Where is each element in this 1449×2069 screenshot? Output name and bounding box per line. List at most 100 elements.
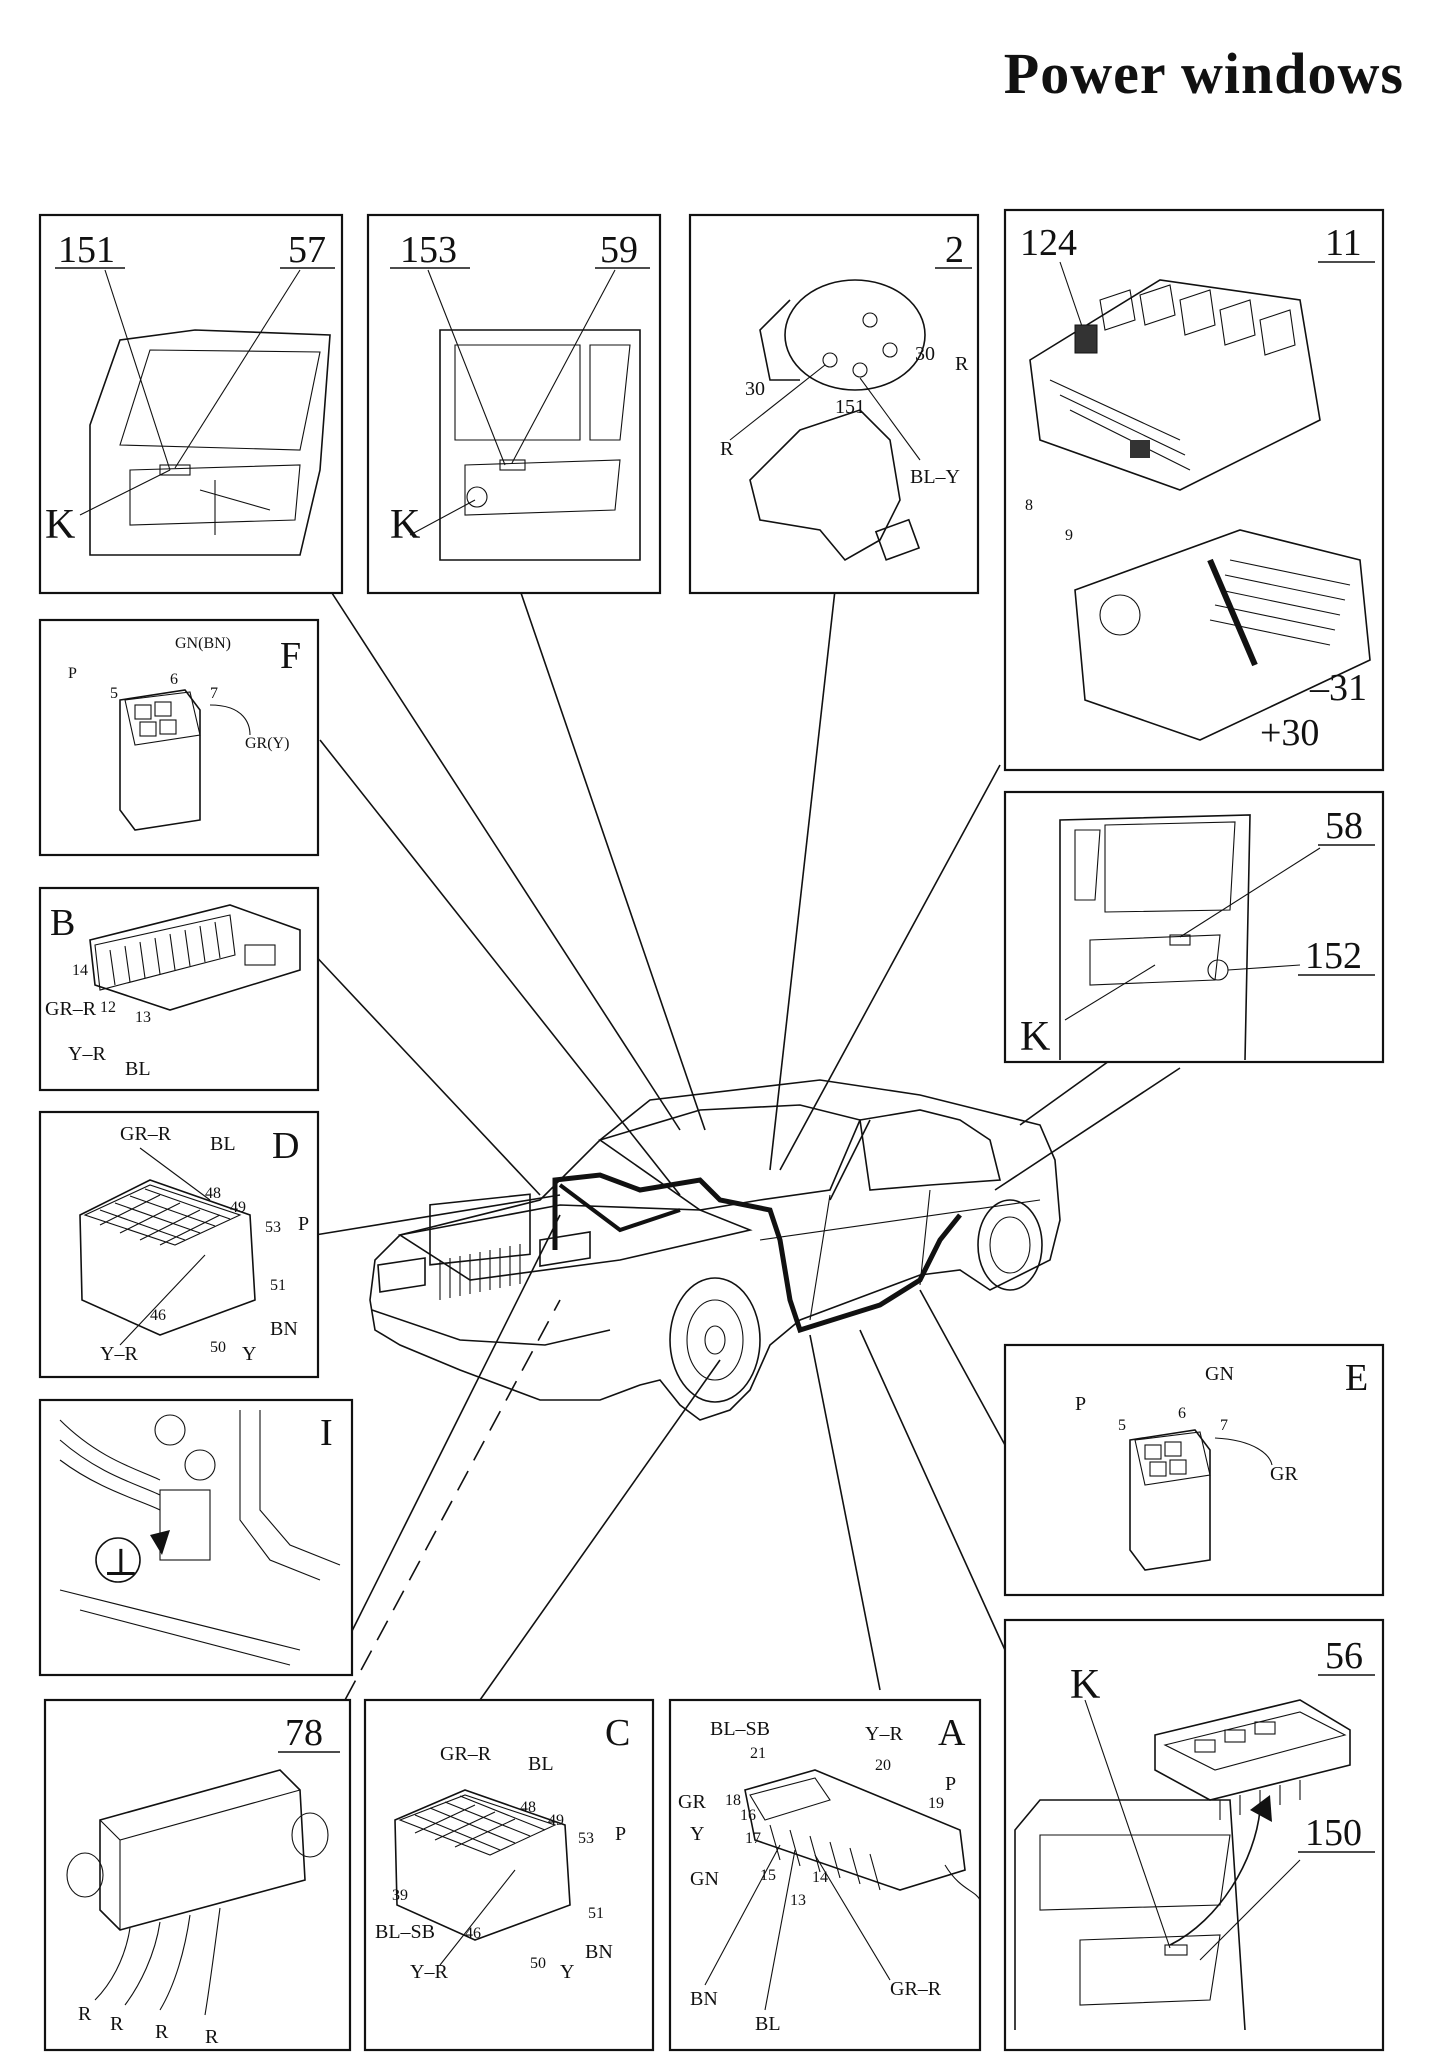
- component-number-152: 152: [1305, 935, 1362, 977]
- wire-label: 39: [392, 1887, 408, 1904]
- wire-label: 30: [745, 378, 765, 400]
- wire-label: GR: [1270, 1463, 1298, 1485]
- wire-label: Y–R: [68, 1043, 106, 1065]
- wire-label: Y: [560, 1961, 574, 1983]
- wire-label: R: [110, 2013, 124, 2035]
- wire-label: R: [720, 438, 734, 460]
- wire-label: Y–R: [410, 1961, 448, 1983]
- wire-label: 15: [760, 1867, 776, 1884]
- component-number-151: 151: [58, 229, 115, 271]
- wire-label: 21: [750, 1745, 766, 1762]
- wire-label: P: [298, 1213, 309, 1235]
- wire-label: 50: [210, 1339, 226, 1356]
- wire-label: 17: [745, 1830, 761, 1847]
- wire-label: P: [945, 1773, 956, 1795]
- wire-label: P: [615, 1823, 626, 1845]
- wire-label: R: [78, 2003, 92, 2025]
- wire-label: R: [155, 2021, 169, 2043]
- wire-label: BL: [210, 1133, 236, 1155]
- wire-label: BL–Y: [910, 466, 960, 488]
- wire-label: Y–R: [865, 1723, 903, 1745]
- wire-label: GR–R: [440, 1743, 492, 1765]
- wire-label: P: [1075, 1393, 1086, 1415]
- component-number-78: 78: [285, 1712, 323, 1754]
- wire-label: 18: [725, 1792, 741, 1809]
- wire-label: 51: [270, 1277, 286, 1294]
- component-number-153: 153: [400, 229, 457, 271]
- connector-letter-c: C: [605, 1712, 630, 1754]
- wire-label: 48: [205, 1185, 221, 1202]
- connector-letter-i: I: [320, 1412, 333, 1454]
- wire-label: GR–R: [45, 998, 97, 1020]
- wire-label: GR: [678, 1791, 706, 1813]
- wire-label: 151: [835, 396, 865, 418]
- ground-point-k: K: [1020, 1014, 1050, 1060]
- wire-label: 50: [530, 1955, 546, 1972]
- wire-label: BL: [528, 1753, 554, 1775]
- wire-label: 19: [928, 1795, 944, 1812]
- connector-letter-b: B: [50, 902, 75, 944]
- wire-label: 48: [520, 1799, 536, 1816]
- panel-2: 2 30 R 151 30 R BL–Y: [688, 213, 980, 595]
- wire-label: 13: [135, 1009, 151, 1026]
- wire-label: 46: [465, 1925, 481, 1942]
- component-number-11: 11: [1325, 222, 1362, 264]
- panel-124-11: 124 11 8 9 –31 +30: [1003, 208, 1385, 772]
- car-illustration: [369, 1079, 1061, 1421]
- wire-label: BN: [690, 1988, 718, 2010]
- panel-e: E GN P 5 6 7 GR: [1003, 1343, 1385, 1597]
- wire-label: 53: [265, 1219, 281, 1236]
- component-number-2: 2: [945, 229, 964, 271]
- wire-label: GR–R: [120, 1123, 172, 1145]
- wire-label: 9: [1065, 527, 1073, 544]
- wire-label: 53: [578, 1830, 594, 1847]
- wire-label: 5: [1118, 1417, 1126, 1434]
- wire-label: –31: [1309, 667, 1367, 709]
- component-number-56: 56: [1325, 1635, 1363, 1677]
- wire-label: Y: [242, 1343, 256, 1365]
- wire-label: 14: [812, 1869, 828, 1886]
- wire-label: BN: [270, 1318, 298, 1340]
- wire-label: 6: [1178, 1405, 1186, 1422]
- ground-point-k: K: [390, 502, 420, 548]
- wire-label: GN: [1205, 1363, 1234, 1385]
- wire-label: 51: [588, 1905, 604, 1922]
- wire-label: GN(BN): [175, 635, 231, 652]
- wire-label: R: [205, 2026, 219, 2048]
- leader-lines: [309, 589, 1181, 1701]
- panel-b: B 14 GR–R 12 13 Y–R BL: [38, 886, 320, 1092]
- wire-label: 46: [150, 1307, 166, 1324]
- panel-58-152: 58 152 K: [1003, 790, 1385, 1064]
- component-number-58: 58: [1325, 805, 1363, 847]
- wire-label: +30: [1260, 712, 1319, 754]
- panel-f: F GN(BN) P 5 6 7 GR(Y): [38, 618, 320, 857]
- wire-label: Y–R: [100, 1343, 138, 1365]
- wire-label: BL: [755, 2013, 781, 2035]
- connector-letter-d: D: [272, 1125, 299, 1167]
- wire-label: BL–SB: [710, 1718, 770, 1740]
- wire-label: 30: [915, 343, 935, 365]
- wire-label: Y: [690, 1823, 704, 1845]
- panel-78: 78 R R R R: [43, 1698, 352, 2052]
- component-number-150: 150: [1305, 1812, 1362, 1854]
- wire-label: BL: [125, 1058, 151, 1080]
- wire-label: GR(Y): [245, 735, 289, 752]
- wire-label: P: [68, 665, 77, 682]
- ground-point-k: K: [1070, 1662, 1100, 1708]
- wire-label: 49: [230, 1199, 246, 1216]
- wire-label: R: [955, 353, 969, 375]
- panel-56-150: 56 150 K: [1003, 1618, 1385, 2052]
- page-title: Power windows: [1003, 41, 1404, 106]
- panel-151-57: 151 57 K: [38, 213, 344, 595]
- panel-153-59: 153 59 K: [366, 213, 662, 595]
- component-number-124: 124: [1020, 222, 1077, 264]
- wire-label: 16: [740, 1807, 756, 1824]
- panel-i: I ⊥: [38, 1398, 354, 1677]
- panel-a: A BL–SB Y–R 21 20 P GR 18 16 19 Y 17 GN …: [668, 1698, 982, 2052]
- wire-label: 5: [110, 685, 118, 702]
- wire-label: 49: [548, 1812, 564, 1829]
- wire-label: 13: [790, 1892, 806, 1909]
- wire-label: 8: [1025, 497, 1033, 514]
- ground-point-k: K: [45, 502, 75, 548]
